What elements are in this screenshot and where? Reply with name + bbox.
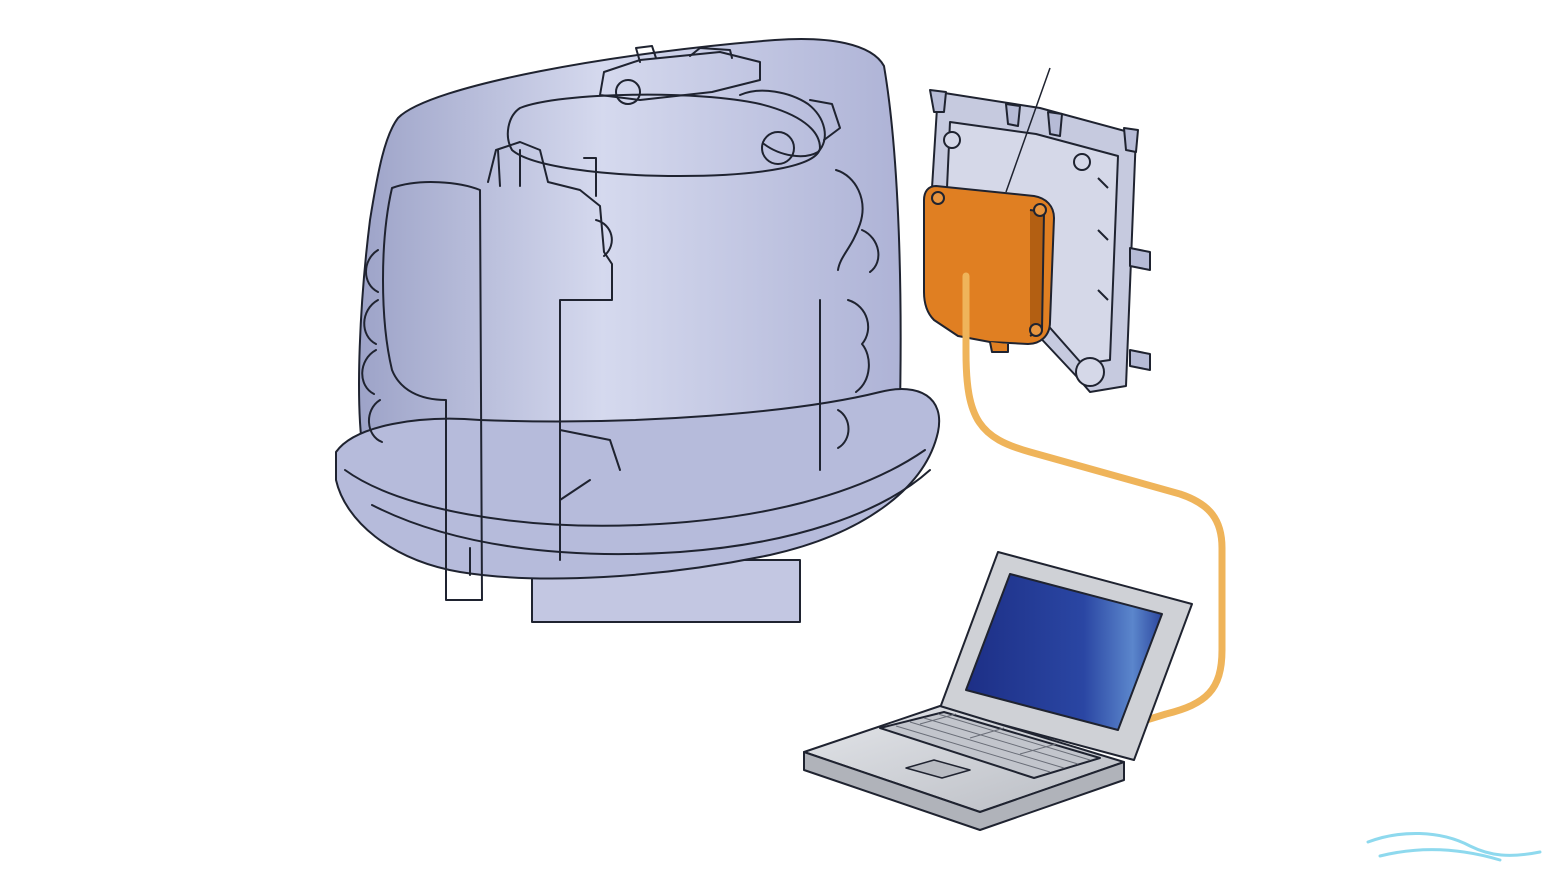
watermark-logo (1366, 831, 1542, 862)
laptop-keyboard (879, 711, 1101, 779)
diagnostic-cable (962, 272, 1226, 726)
outboard-engine (335, 38, 941, 623)
ecu-module (923, 185, 1055, 353)
laptop (803, 551, 1193, 831)
laptop-trackpad (905, 759, 971, 779)
engine-skirt (335, 388, 941, 580)
laptop-screen (965, 573, 1163, 731)
ecu-leader-line (1005, 67, 1051, 193)
